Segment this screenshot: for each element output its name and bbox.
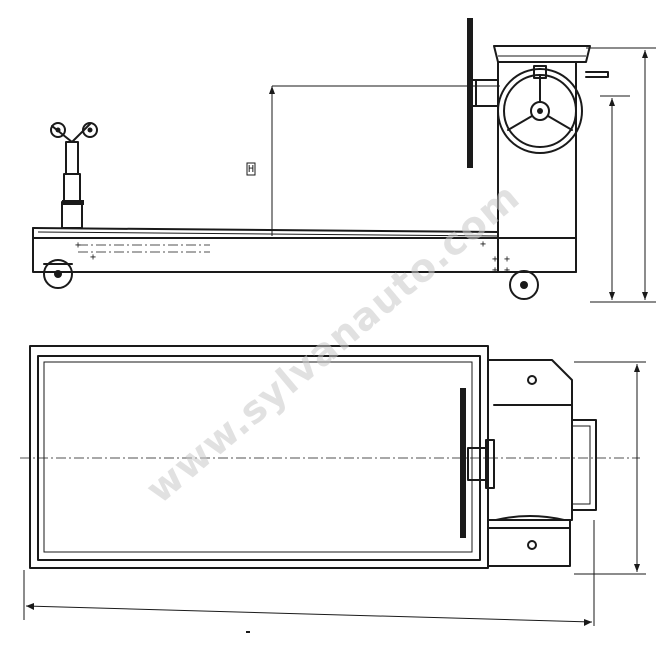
svg-text:+ +: + + [492,254,510,265]
svg-text:+: + [480,239,486,250]
svg-text:+ +: + + [492,265,510,276]
support-post [50,122,98,229]
svg-text:+: + [90,252,96,263]
side-view: + + + + + + + [32,18,656,303]
svg-text:+: + [75,240,81,251]
front-wheel [43,259,73,289]
watermark: www.sylvanauto.com [138,174,529,512]
right-dimensions [586,47,656,303]
head-unit-top [467,359,597,567]
height-dimension: H [246,85,500,236]
rear-wheel [509,270,539,300]
top-view [20,345,646,633]
mounting-plate [467,18,491,168]
height-dimension-label: H [248,164,254,175]
handwheel [497,65,583,154]
top-dimensions [23,361,646,633]
watermark-text: www.sylvanauto.com [138,174,529,512]
